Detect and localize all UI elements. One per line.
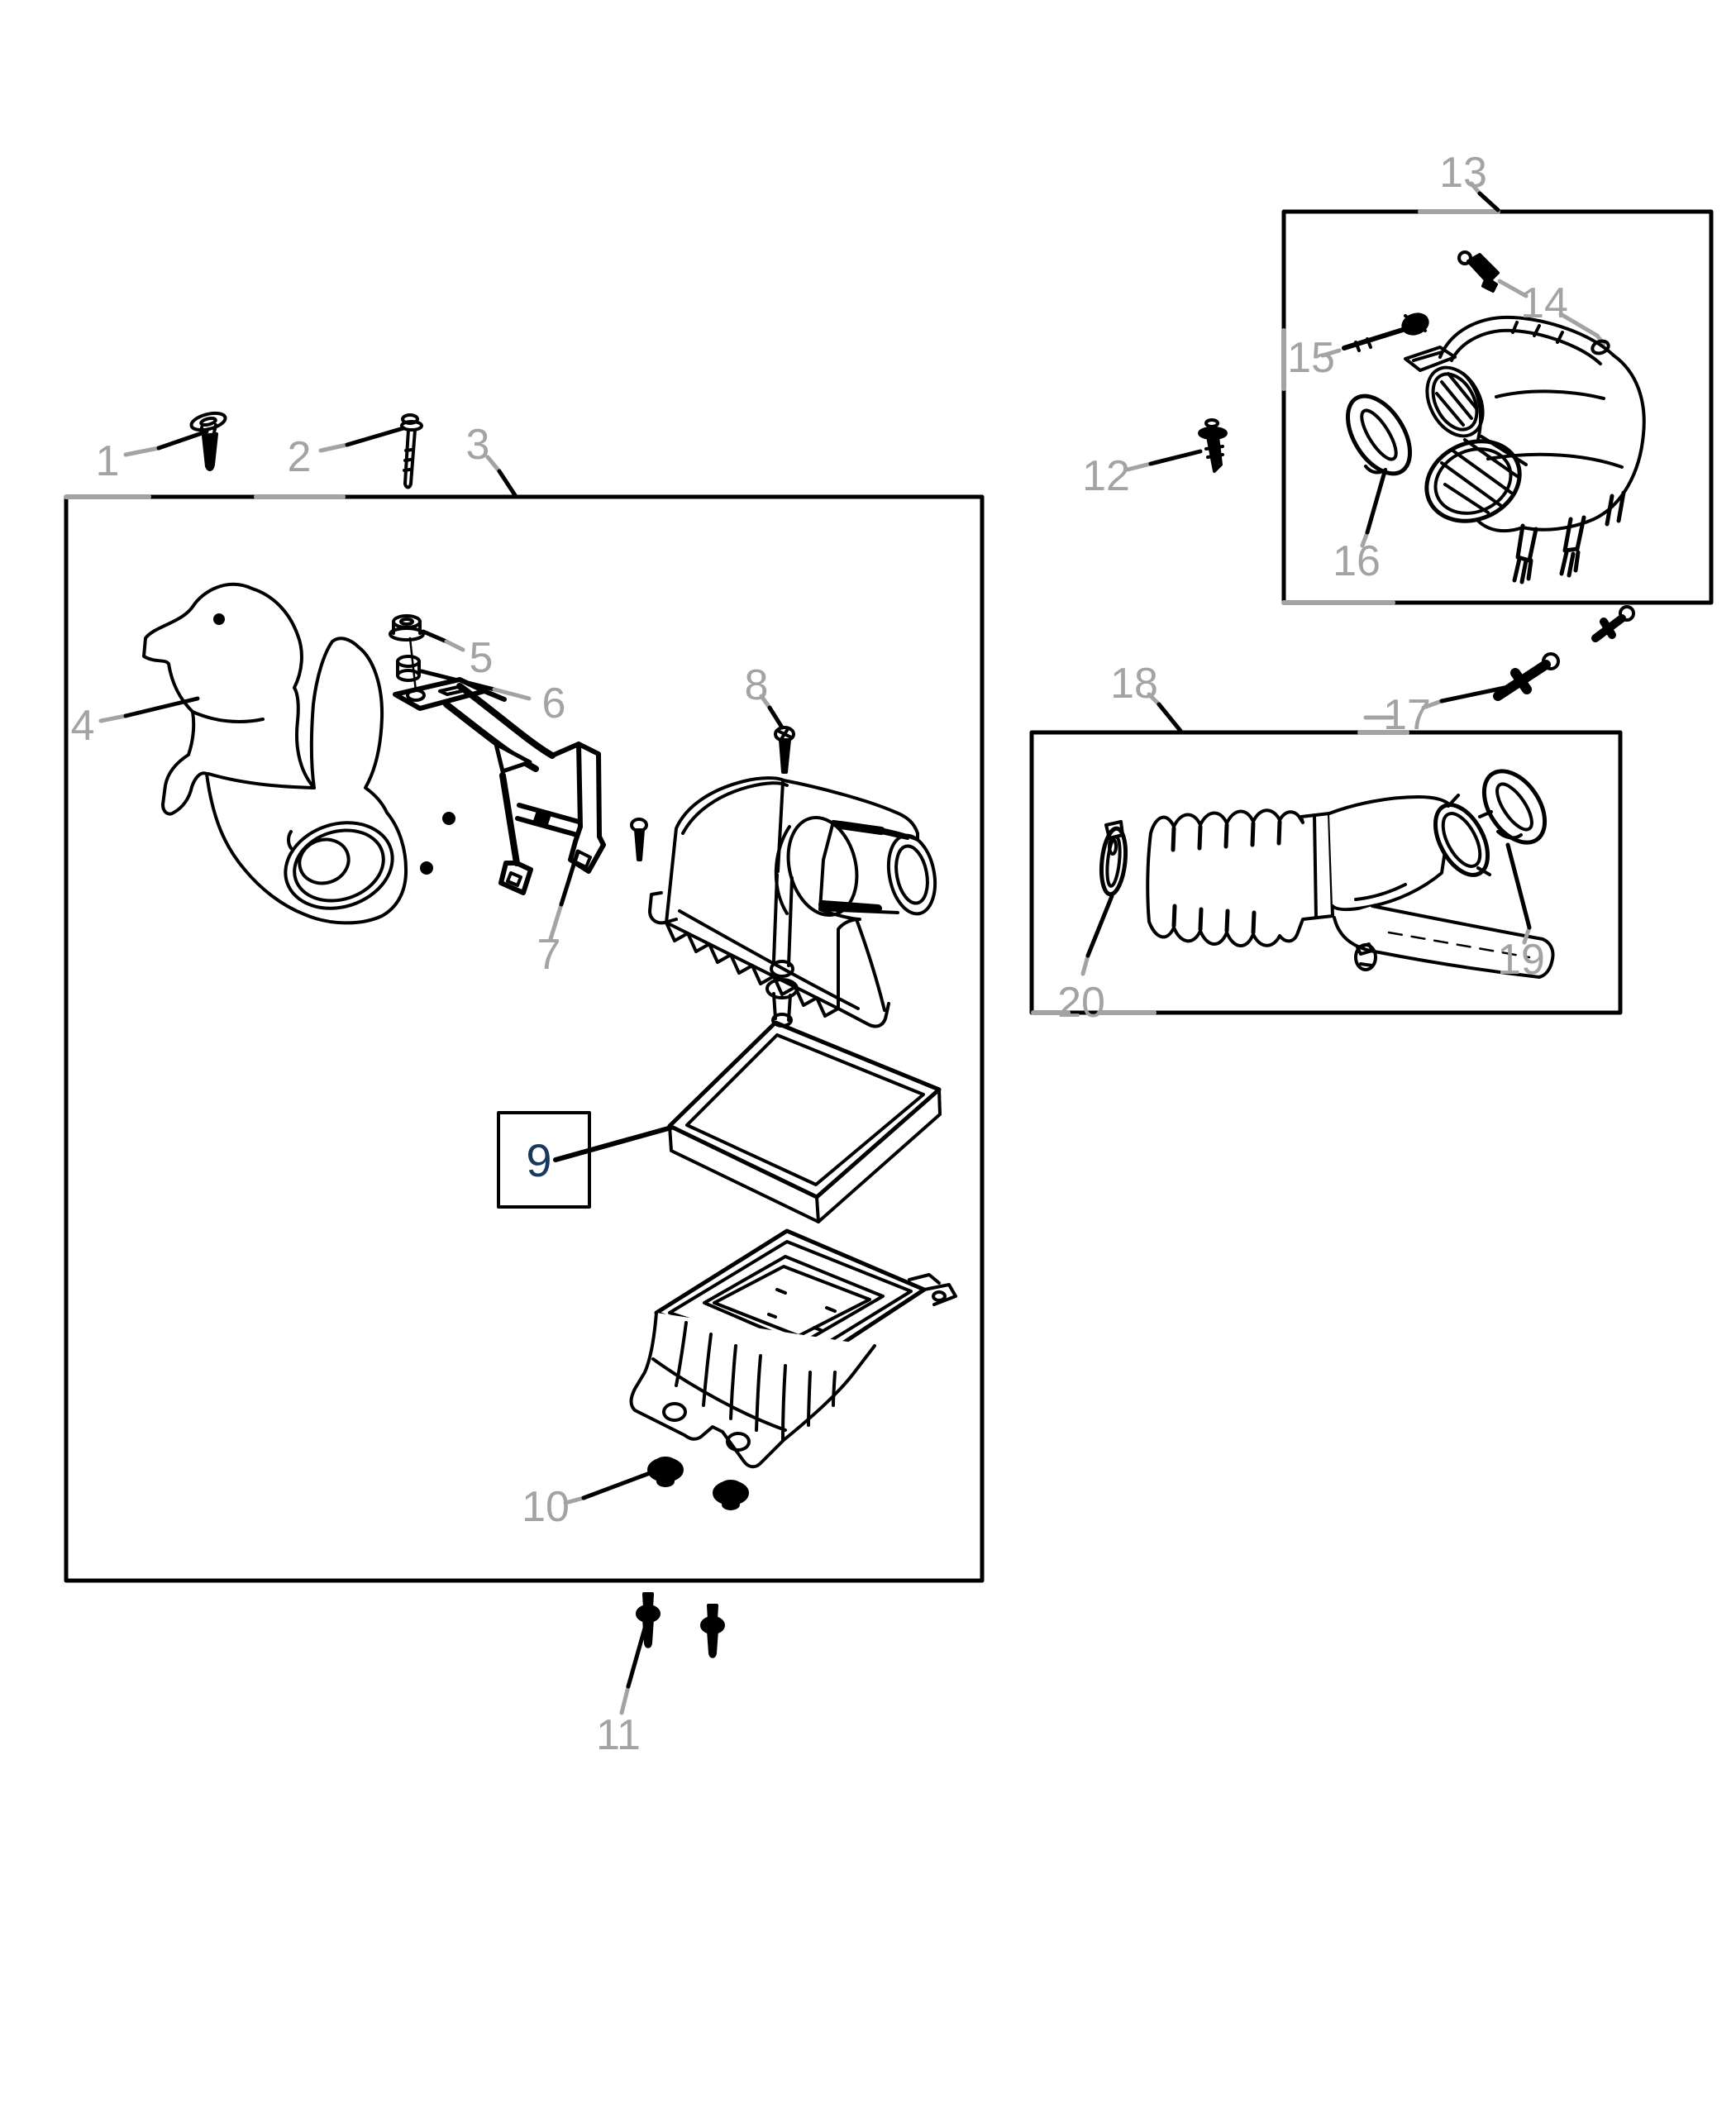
callout-15[interactable]: 15	[1287, 334, 1335, 382]
callout-19[interactable]: 19	[1497, 936, 1545, 984]
leader-9	[553, 1125, 674, 1162]
leader-20	[1080, 894, 1114, 976]
leader-3	[485, 455, 517, 498]
callout-6[interactable]: 6	[542, 680, 566, 727]
filter-inner-rim	[685, 1033, 925, 1186]
callout-16[interactable]: 16	[1333, 537, 1381, 585]
leader-12	[1125, 449, 1203, 472]
leader-1	[123, 429, 209, 457]
callout-9-highlighted[interactable]: 9	[526, 1134, 551, 1186]
assembly-box-3-border	[64, 494, 985, 1583]
callout-20[interactable]: 20	[1057, 979, 1105, 1027]
part-12-push-pin	[1198, 418, 1228, 473]
callout-5[interactable]: 5	[470, 634, 494, 682]
leader-16	[1360, 472, 1386, 548]
callout-3[interactable]: 3	[466, 421, 490, 469]
leader-19	[1505, 842, 1532, 945]
highlight-badge-9[interactable]	[497, 1111, 591, 1209]
part-7-bracket	[393, 677, 606, 895]
callouts: 1 2 3 4 5 6 7 8 10 11 12 13 14 15 16 17 …	[71, 149, 1568, 1759]
leader-7	[548, 849, 580, 942]
callout-10[interactable]: 10	[522, 1483, 570, 1531]
air-box-resonator	[1404, 315, 1646, 584]
callout-17[interactable]: 17	[1383, 691, 1431, 739]
callout-12[interactable]: 12	[1082, 452, 1130, 500]
leader-10	[563, 1471, 652, 1505]
part-15-bolt	[1320, 312, 1429, 358]
callout-7[interactable]: 7	[537, 931, 561, 979]
part-16-seal	[1345, 393, 1413, 476]
callout-14[interactable]: 14	[1520, 279, 1568, 327]
leader-13	[1469, 181, 1500, 212]
leader-5	[421, 629, 465, 652]
leader-18	[1147, 692, 1183, 733]
part-10-grommets	[647, 1457, 749, 1510]
part-6-spacer	[396, 637, 421, 693]
leader-4	[98, 696, 200, 723]
part-19-gasket	[1481, 769, 1548, 845]
part-11-bolts	[636, 1592, 725, 1658]
intake-hose	[1146, 794, 1555, 979]
part-4-air-intake-duct	[142, 582, 408, 925]
leader-17	[1363, 685, 1507, 720]
part-9-air-filter	[667, 1020, 942, 1223]
callout-1[interactable]: 1	[96, 437, 120, 485]
air-cleaner-cover	[648, 776, 937, 1028]
air-cleaner-body	[629, 1228, 957, 1469]
part-5-nut	[389, 614, 425, 641]
part-14-sensor	[1457, 250, 1500, 293]
part-20-hose-clamp	[1099, 820, 1128, 897]
leader-11	[619, 1623, 648, 1715]
part-8-screw-b	[630, 818, 648, 861]
bracket-bolt-a	[442, 812, 455, 825]
leader-8	[759, 694, 785, 730]
callout-18[interactable]: 18	[1110, 660, 1158, 708]
bracket-bolt-b	[420, 861, 433, 875]
part-8-screw	[774, 726, 795, 774]
callout-13[interactable]: 13	[1439, 149, 1487, 197]
leader-2	[318, 426, 406, 453]
callout-2[interactable]: 2	[288, 433, 312, 481]
callout-4[interactable]: 4	[71, 702, 95, 750]
part-2-bolt	[400, 413, 423, 489]
callout-8[interactable]: 8	[745, 661, 769, 709]
hose-box-18-border	[1029, 730, 1623, 1015]
part-17-sensor	[1493, 605, 1635, 701]
callout-11[interactable]: 11	[596, 1711, 641, 1759]
part-1-screw	[189, 411, 227, 471]
